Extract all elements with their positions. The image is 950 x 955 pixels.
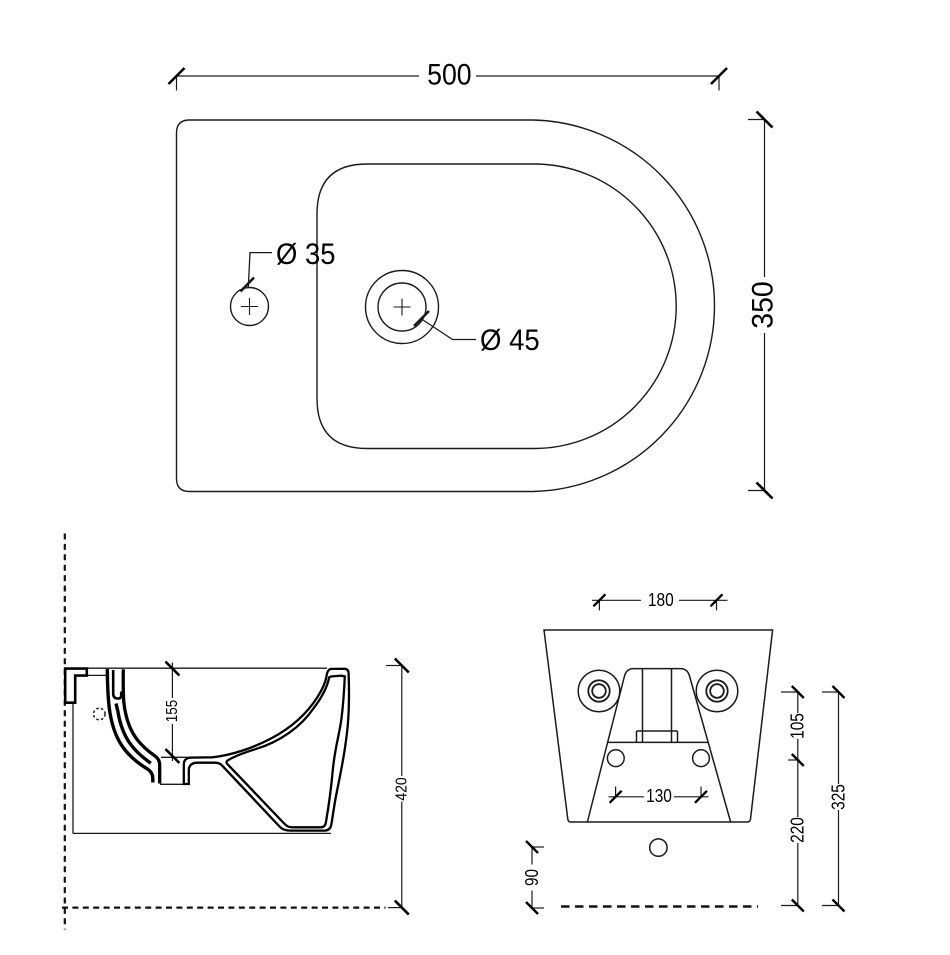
- svg-text:325: 325: [827, 784, 848, 810]
- svg-text:105: 105: [786, 713, 807, 739]
- svg-text:420: 420: [394, 777, 411, 801]
- svg-text:350: 350: [746, 281, 779, 329]
- svg-text:130: 130: [646, 785, 672, 806]
- svg-text:220: 220: [786, 817, 807, 843]
- svg-text:180: 180: [648, 589, 674, 610]
- svg-text:Ø 35: Ø 35: [276, 238, 336, 271]
- svg-text:90: 90: [521, 869, 542, 886]
- svg-text:155: 155: [164, 700, 181, 723]
- svg-text:Ø 45: Ø 45: [480, 324, 540, 357]
- svg-text:500: 500: [427, 59, 472, 92]
